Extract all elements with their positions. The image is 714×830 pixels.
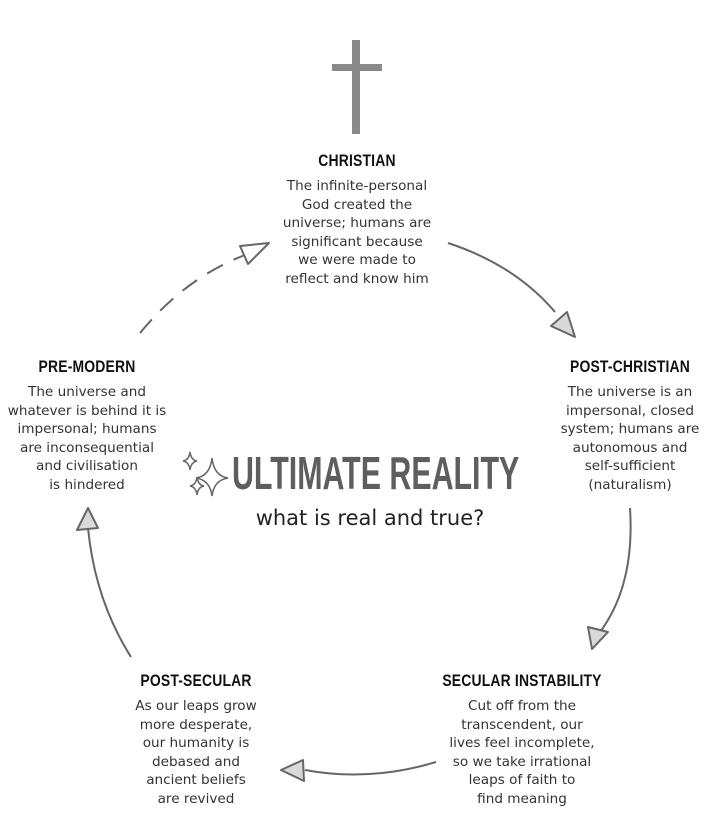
node-post-christian: POST-CHRISTIAN The universe is an impers… [550,357,710,495]
node-secular-instability: SECULAR INSTABILITY Cut off from the tra… [422,671,622,809]
node-body: The universe and whatever is behind it i… [7,384,167,493]
arrowhead-icon [239,242,270,265]
arrowhead-icon [587,626,609,650]
node-body: As our leaps grow more desperate, our hu… [135,698,257,807]
node-heading: POST-SECULAR [140,671,252,690]
arrowhead-icon [76,507,99,531]
node-body: The universe is an impersonal, closed sy… [560,384,700,493]
node-heading: CHRISTIAN [318,151,396,170]
center-subtitle: what is real and true? [255,506,485,530]
node-body: The infinite-personal God created the un… [282,178,432,287]
node-pre-modern: PRE-MODERN The universe and whatever is … [0,357,177,495]
node-heading: SECULAR INSTABILITY [442,671,602,690]
node-heading: PRE-MODERN [38,357,136,376]
arrow-post-christian-to-secular-instability [599,507,632,633]
node-post-secular: POST-SECULAR As our leaps grow more desp… [106,671,286,809]
sparkles-icon [182,451,229,497]
arrow-secular-instability-to-post-secular [304,761,437,776]
arrow-christian-to-post-christian [447,242,556,313]
arrow-pre-modern-to-christian-dashed [139,254,246,334]
center-title: ULTIMATE REALITY [232,447,520,499]
arrowhead-icon [550,311,576,338]
node-christian: CHRISTIAN The infinite-personal God crea… [257,151,457,289]
node-body: Cut off from the transcendent, our lives… [449,698,595,807]
node-heading: POST-CHRISTIAN [569,357,691,376]
arrowhead-icon [280,759,305,782]
arrow-post-secular-to-pre-modern [87,527,132,658]
cross-icon [332,40,382,134]
